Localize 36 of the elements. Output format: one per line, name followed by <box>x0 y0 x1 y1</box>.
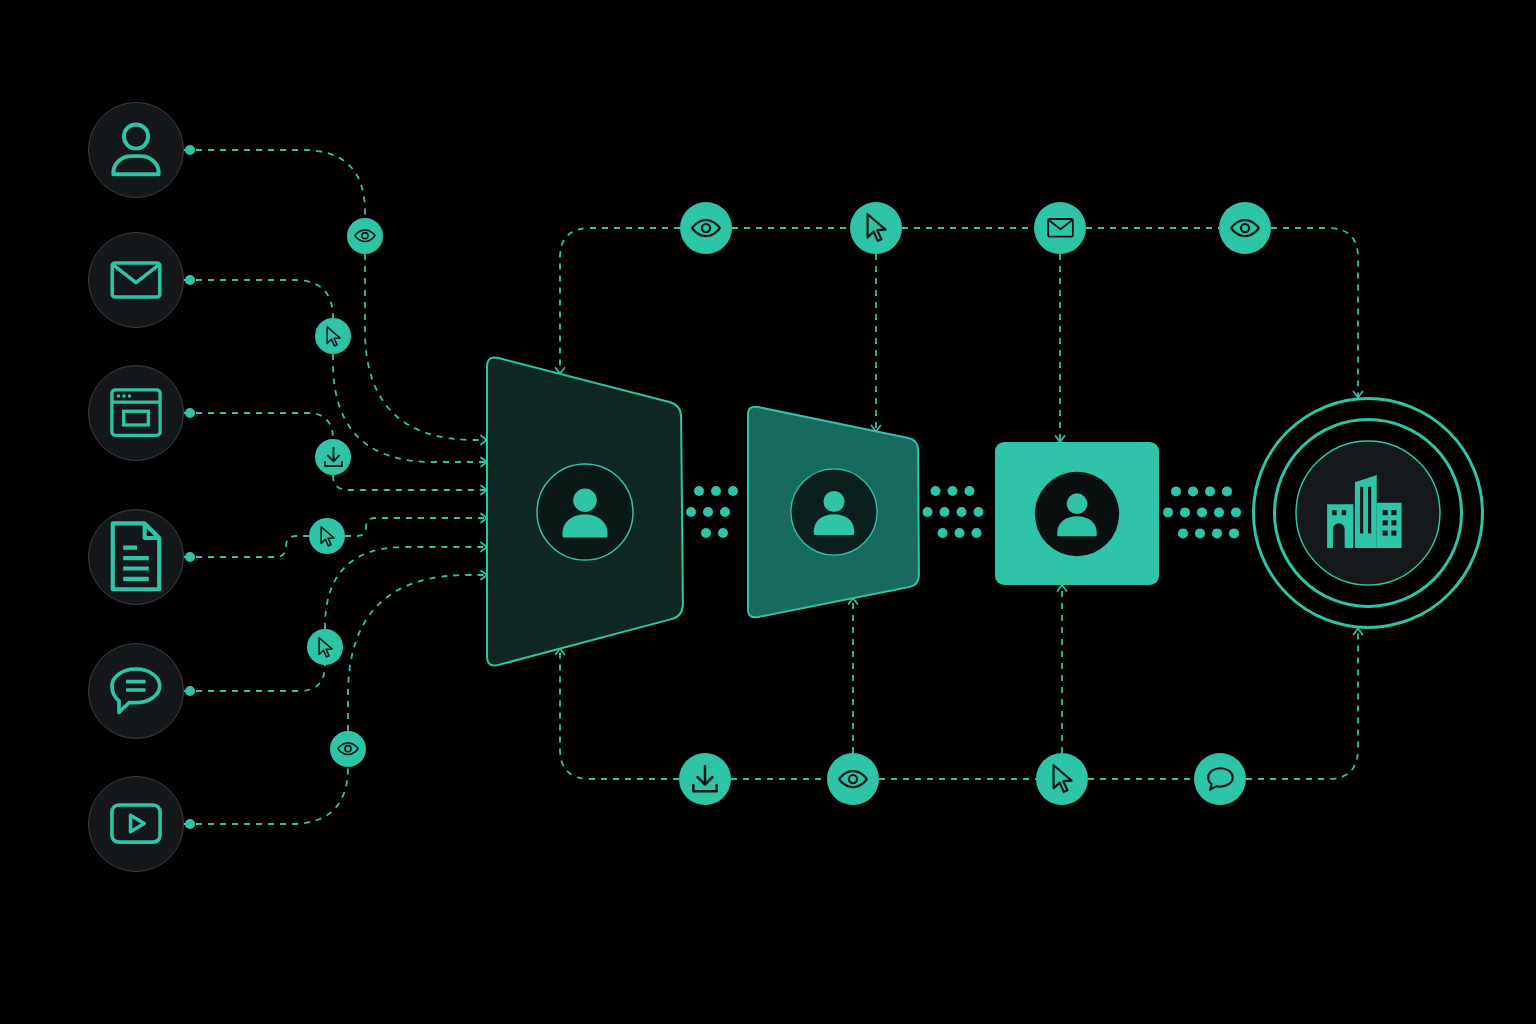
dashed-arrow <box>332 474 488 496</box>
badge-circle <box>1194 753 1246 805</box>
badge-circle <box>315 439 351 475</box>
badge-circle <box>307 629 343 665</box>
dashed-arrow <box>332 353 488 468</box>
badge-circle <box>679 753 731 805</box>
trapezoid-panel <box>485 353 685 670</box>
dashed-arrow <box>554 227 681 375</box>
dashed-arrow <box>1245 627 1364 780</box>
dashed-arrow <box>344 512 488 537</box>
dashed-arrow <box>1056 584 1068 754</box>
badge-circle <box>1034 202 1086 254</box>
dashed-line <box>183 766 349 829</box>
badge-circle <box>850 202 902 254</box>
concentric-rings <box>1252 397 1484 629</box>
dashed-arrow <box>554 647 680 780</box>
dashed-arrow <box>324 541 488 630</box>
dashed-arrow <box>847 597 859 754</box>
badge-circle <box>1036 753 1088 805</box>
dashed-line <box>183 275 334 319</box>
badge-circle <box>309 518 345 554</box>
dashed-arrow <box>364 253 488 446</box>
badge-circle <box>315 318 351 354</box>
trapezoid-panel <box>746 403 921 621</box>
dashed-line <box>183 664 326 696</box>
dashed-line <box>183 535 310 562</box>
badge-circle <box>1219 202 1271 254</box>
dashed-arrow <box>870 253 882 433</box>
dashed-arrow <box>1270 227 1364 399</box>
badge-circle <box>347 218 383 254</box>
badge-circle <box>330 731 366 767</box>
dashed-arrow <box>347 569 488 732</box>
badge-circle <box>827 753 879 805</box>
dashed-arrow <box>1054 253 1066 443</box>
square-panel <box>995 442 1159 585</box>
badge-circle <box>680 202 732 254</box>
